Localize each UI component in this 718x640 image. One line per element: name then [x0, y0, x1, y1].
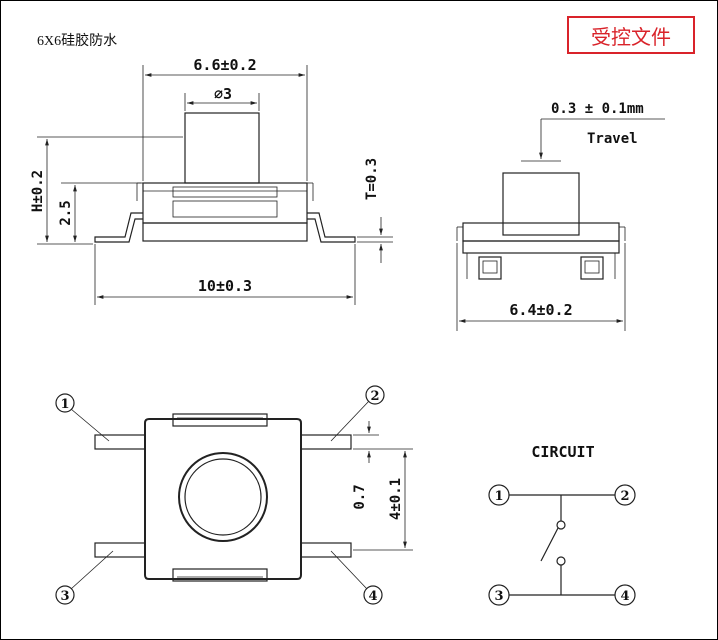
thickness-dimension-label: T=0.3	[364, 158, 380, 200]
svg-text:4: 4	[620, 589, 629, 604]
svg-text:1: 1	[494, 489, 503, 504]
circuit-pin-2	[614, 484, 636, 506]
svg-text:1: 1	[60, 397, 69, 412]
height-dimension-label: H±0.2	[30, 170, 46, 212]
drawing-caption: 6X6硅胶防水	[37, 32, 117, 49]
pin-1-lead	[94, 434, 146, 450]
pin-4-lead	[300, 542, 352, 558]
length-dimension-label: 10±0.3	[198, 277, 252, 295]
svg-text:2: 2	[620, 489, 629, 504]
pin-1-callout	[55, 393, 75, 413]
end-view: 0.3 ± 0.1mm Travel 6.4±0.2	[456, 101, 665, 331]
diameter-dimension-label: ∅3	[214, 85, 232, 103]
pin-2-lead	[300, 434, 352, 450]
pin-3-lead	[94, 542, 146, 558]
top-body	[144, 418, 302, 580]
pin-pitch-dimension-label: 4±0.1	[388, 478, 404, 520]
circuit-pin-1	[488, 484, 510, 506]
side-view: 6.6±0.2 ∅3 H±0.2 2.5 T=0.3 10±0.3	[30, 56, 393, 305]
plunger-inner-circle	[184, 458, 262, 536]
switch-lever	[540, 527, 559, 562]
circuit-pin-4	[614, 584, 636, 606]
end-width-dimension-label: 6.4±0.2	[509, 301, 572, 319]
circuit-pin-3	[488, 584, 510, 606]
plunger	[184, 112, 260, 184]
circuit-title: CIRCUIT	[531, 443, 594, 461]
width-dimension-label: 6.6±0.2	[193, 56, 256, 74]
pin-3-callout	[55, 585, 75, 605]
svg-text:2: 2	[370, 389, 379, 404]
svg-text:3: 3	[60, 589, 69, 604]
end-plunger	[502, 172, 580, 236]
pin-4-callout	[363, 585, 383, 605]
travel-value-label: 0.3 ± 0.1mm	[551, 101, 644, 117]
controlled-document-stamp: 受控文件	[567, 16, 695, 54]
pin-width-dimension-label: 0.7	[352, 484, 368, 509]
circuit-diagram: CIRCUIT 1 2 3 4	[488, 443, 636, 606]
stamp-text: 受控文件	[591, 25, 671, 49]
plunger-outer-circle	[178, 452, 268, 542]
svg-text:3: 3	[494, 589, 503, 604]
travel-label: Travel	[587, 131, 638, 147]
left-lead	[94, 212, 143, 243]
pin-2-callout	[365, 385, 385, 405]
right-lead	[307, 212, 356, 243]
top-view: 1 2 3 4 0.7 4±0.1	[55, 385, 413, 605]
svg-text:4: 4	[368, 589, 377, 604]
body-height-dimension-label: 2.5	[58, 200, 74, 225]
